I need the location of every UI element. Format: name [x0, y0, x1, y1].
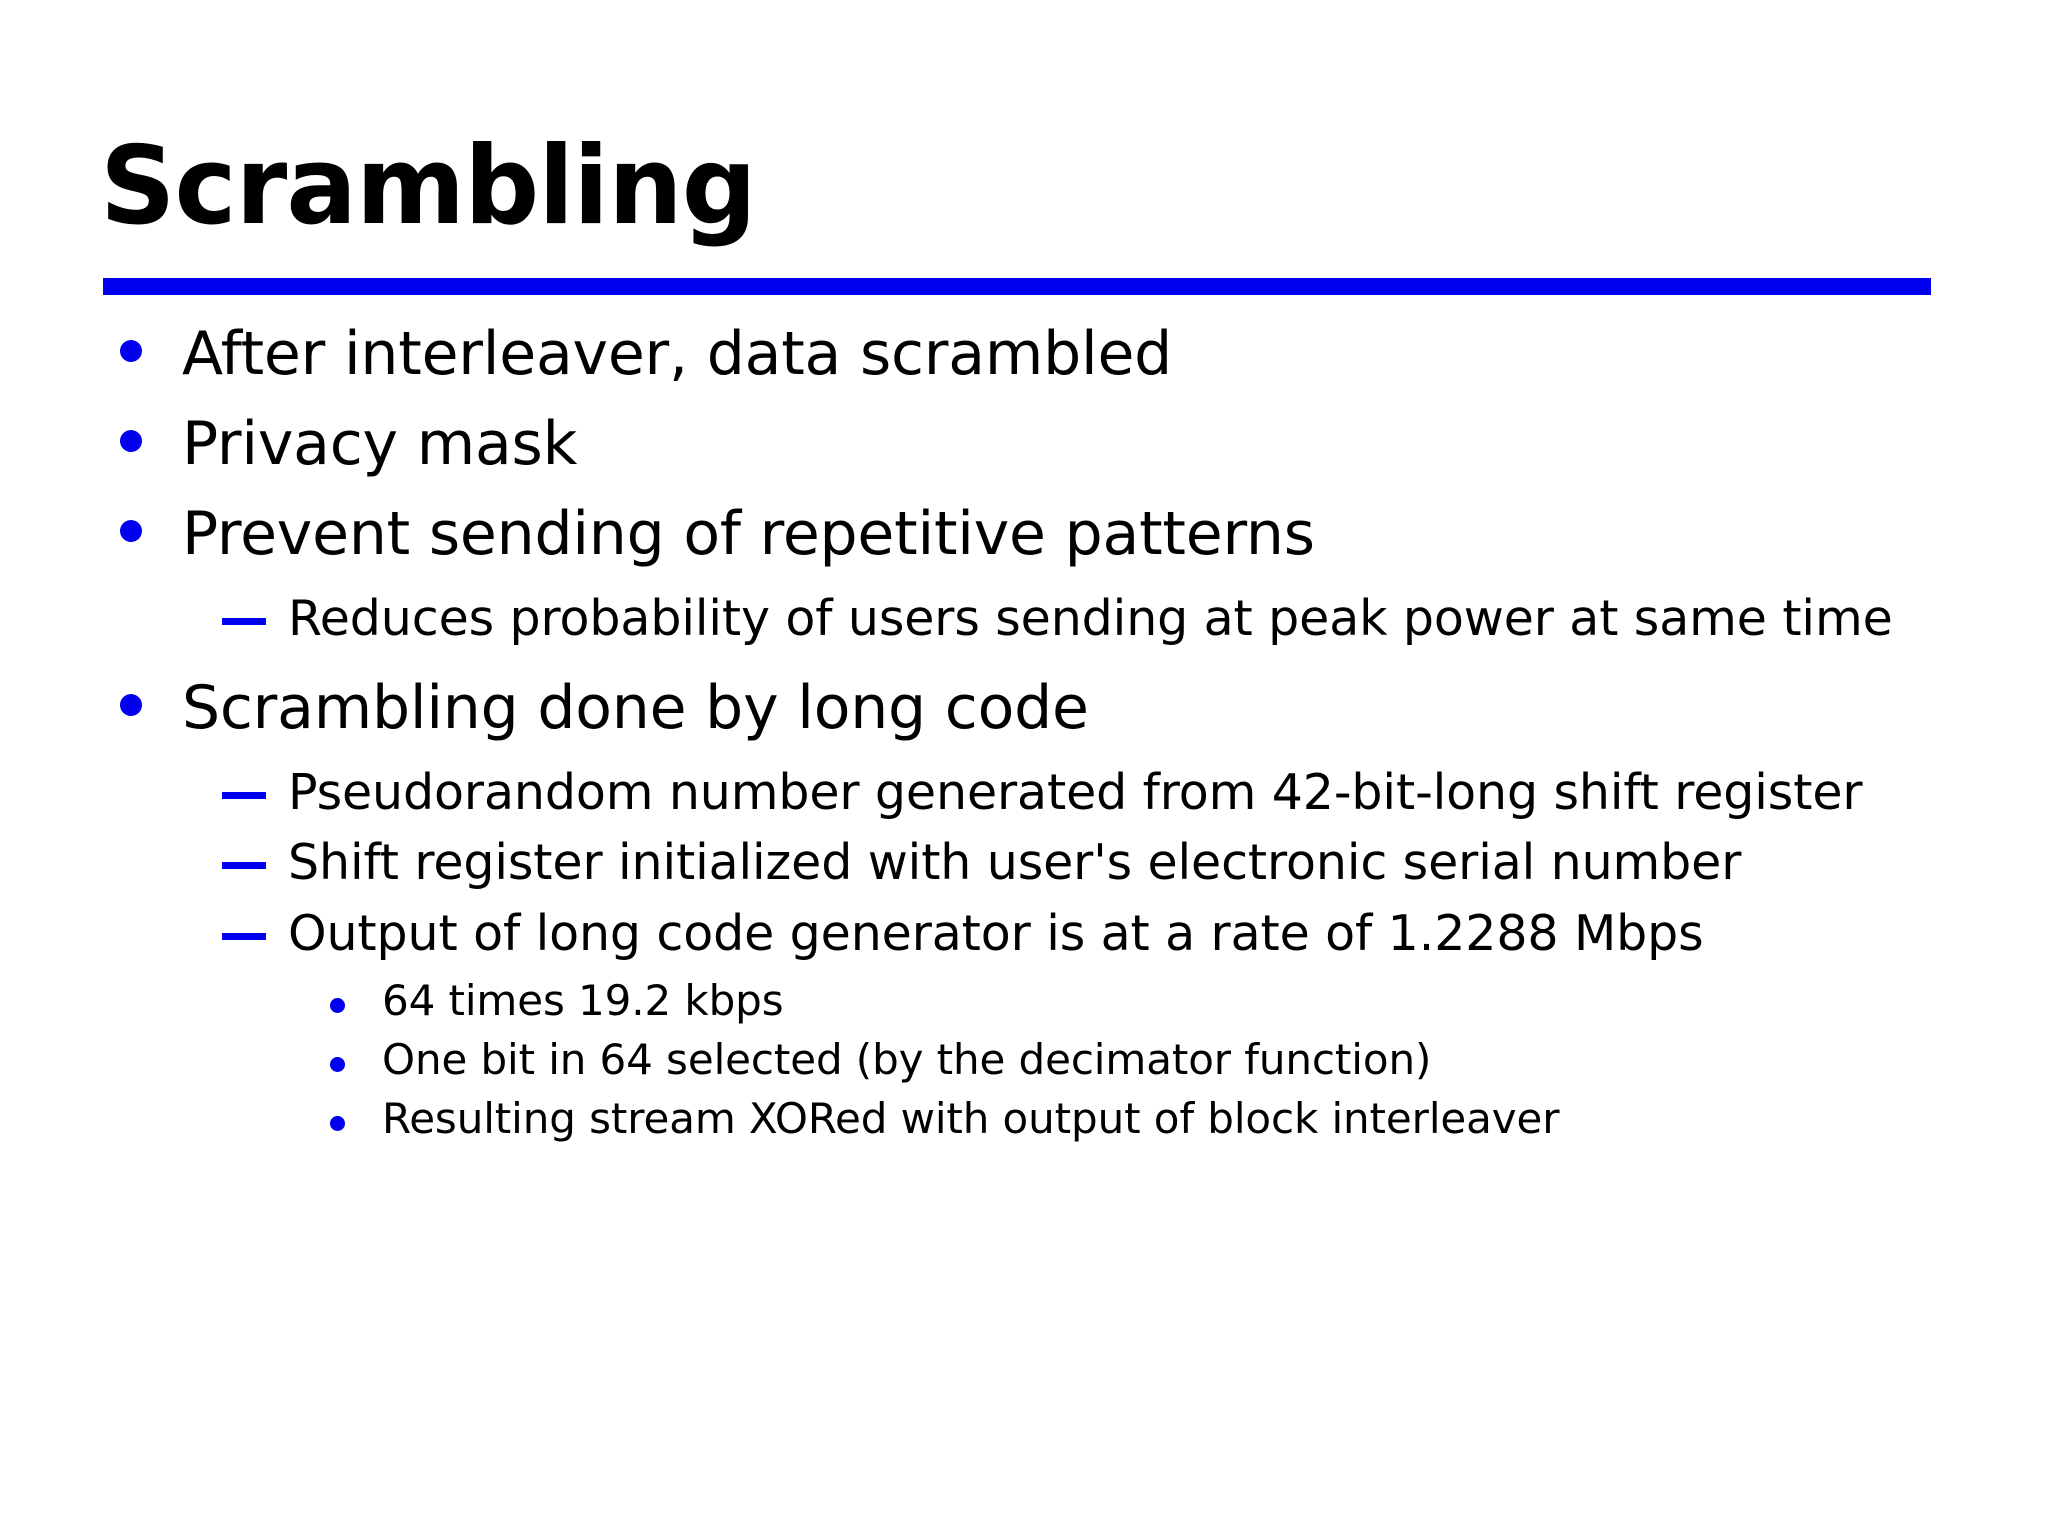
list-item: Resulting stream XORed with output of bl…	[0, 1093, 2048, 1146]
list-item-label: Resulting stream XORed with output of bl…	[382, 1093, 1560, 1143]
small-disc-bullet-icon	[330, 1093, 382, 1131]
list-item: Prevent sending of repetitive patterns	[0, 498, 2048, 570]
list-item-label: Prevent sending of repetitive patterns	[182, 499, 1315, 569]
list-item: Privacy mask	[0, 408, 2048, 480]
list-item-label: Scrambling done by long code	[182, 673, 1089, 744]
slide-body-bullet-list: After interleaver, data scrambled Privac…	[0, 318, 2048, 1152]
list-item: Reduces probability of users sending at …	[0, 588, 2048, 650]
list-item-label: Shift register initialized with user's e…	[288, 834, 1742, 892]
list-item: After interleaver, data scrambled	[0, 318, 2048, 390]
list-item: One bit in 64 selected (by the decimator…	[0, 1034, 2048, 1087]
list-item: Pseudorandom number generated from 42-bi…	[0, 762, 2048, 824]
title-underline-rule	[103, 278, 1931, 295]
title-block: Scrambling	[100, 124, 1940, 249]
dash-bullet-icon	[222, 588, 288, 625]
disc-bullet-icon	[120, 498, 182, 542]
list-item-label: Privacy mask	[182, 409, 578, 479]
list-item-label: 64 times 19.2 kbps	[382, 975, 784, 1025]
disc-bullet-icon	[120, 408, 182, 452]
dash-bullet-icon	[222, 762, 288, 800]
small-disc-bullet-icon	[330, 975, 382, 1013]
list-item-label: Output of long code generator is at a ra…	[288, 904, 1704, 962]
disc-bullet-icon	[120, 318, 182, 362]
list-item-label: After interleaver, data scrambled	[182, 319, 1173, 389]
list-item: 64 times 19.2 kbps	[0, 975, 2048, 1028]
list-item-label: Pseudorandom number generated from 42-bi…	[288, 764, 1863, 822]
page-title: Scrambling	[100, 124, 757, 249]
list-item: Output of long code generator is at a ra…	[0, 903, 2048, 965]
list-item: Scrambling done by long code	[0, 672, 2048, 744]
list-item: Shift register initialized with user's e…	[0, 832, 2048, 894]
list-item-label: One bit in 64 selected (by the decimator…	[382, 1034, 1432, 1084]
small-disc-bullet-icon	[330, 1034, 382, 1072]
dash-bullet-icon	[222, 832, 288, 870]
disc-bullet-icon	[120, 672, 182, 717]
list-item-label: Reduces probability of users sending at …	[288, 590, 1893, 647]
dash-bullet-icon	[222, 903, 288, 940]
